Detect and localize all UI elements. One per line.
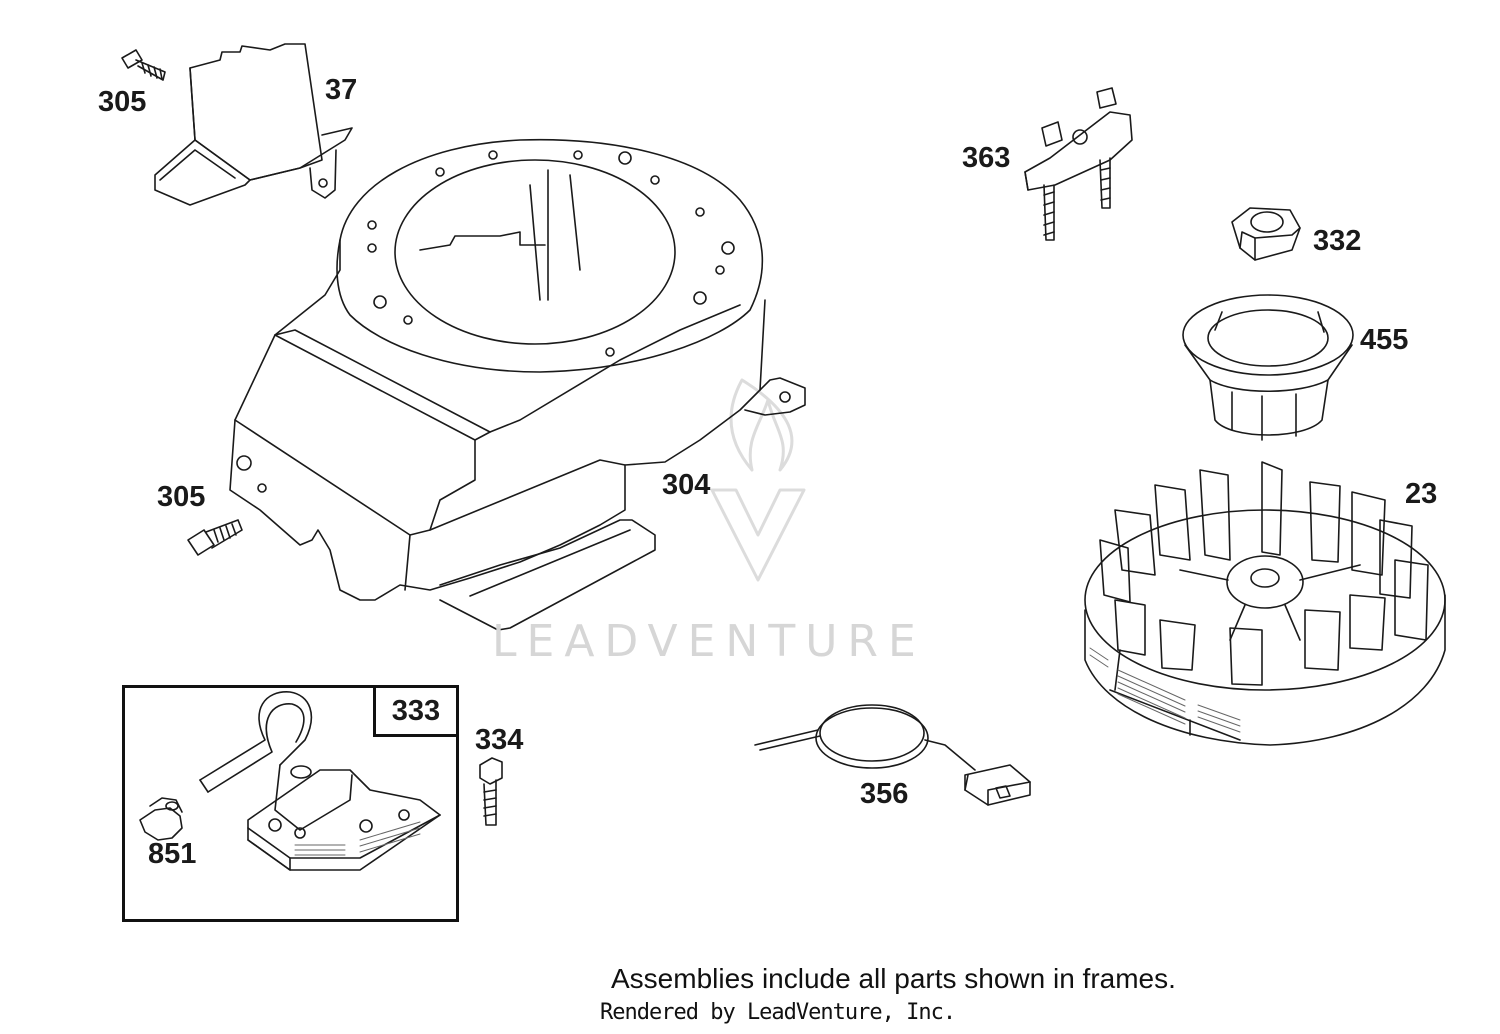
part-label-37: 37: [325, 74, 358, 106]
cup-455: [1183, 295, 1353, 440]
part-label-363: 363: [962, 142, 1011, 174]
part-label-334: 334: [475, 724, 524, 756]
connector-851: [140, 798, 182, 840]
assembly-note: Assemblies include all parts shown in fr…: [611, 963, 1176, 994]
bracket-363: [1025, 88, 1132, 240]
render-credit: Rendered by LeadVenture, Inc.: [600, 1000, 956, 1025]
flywheel-23: [1085, 462, 1445, 745]
wire-356: [755, 705, 1030, 805]
screw-334: [480, 758, 502, 825]
armature-333: [200, 692, 440, 870]
flange-holes: [368, 151, 734, 356]
part-label-356: 356: [860, 778, 909, 810]
part-label-305-left: 305: [157, 481, 206, 513]
part-label-851: 851: [148, 838, 197, 870]
watermark-text: LEADVENTURE: [492, 616, 926, 667]
screw-305-top: [122, 50, 165, 80]
part-label-333: 333: [373, 685, 459, 737]
watermark-logo: [712, 380, 804, 580]
part-label-455: 455: [1360, 324, 1409, 356]
screw-305-left: [188, 520, 242, 555]
assembly-frame: [122, 685, 459, 922]
flywheel-fins: [1100, 462, 1428, 685]
part-label-304: 304: [662, 469, 711, 501]
magnet-block: [1090, 648, 1240, 732]
blower-housing-304: [230, 140, 805, 630]
baffle-37: [155, 44, 352, 205]
part-label-305-top: 305: [98, 86, 147, 118]
part-label-332: 332: [1313, 225, 1362, 257]
nut-332: [1232, 208, 1300, 260]
part-label-23: 23: [1405, 478, 1438, 510]
